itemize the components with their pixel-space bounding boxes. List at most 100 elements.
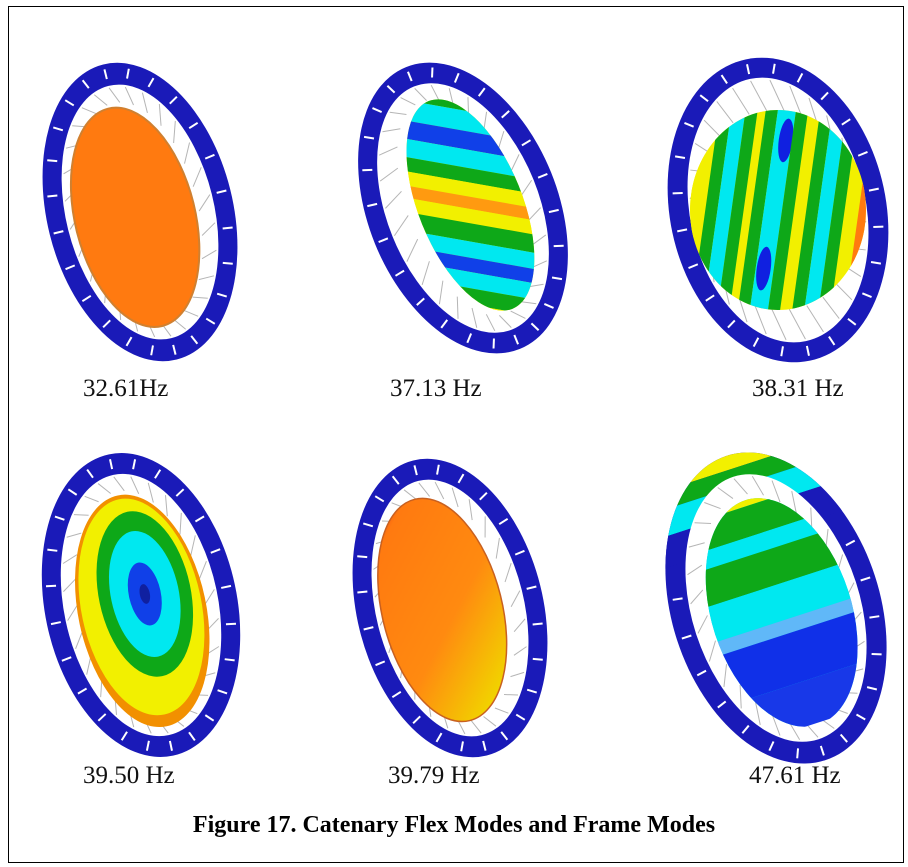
frame-tick: [77, 687, 88, 695]
mode-6-membrane-plot: [627, 423, 908, 793]
frame-tick: [67, 488, 78, 496]
catenary-line: [183, 309, 199, 317]
frame-tick: [50, 621, 61, 626]
frame-tick: [457, 473, 465, 484]
frame-tick: [532, 622, 543, 626]
catenary-line: [513, 646, 527, 656]
catenary-line: [378, 146, 398, 156]
catenary-line: [510, 590, 521, 608]
frame-tick: [498, 517, 509, 526]
frame-tick: [861, 292, 872, 298]
frame-tick: [435, 732, 443, 743]
frame-tick: [168, 740, 173, 751]
catenary-line: [66, 532, 82, 538]
frame-tick: [492, 338, 495, 349]
catenary-line: [179, 512, 182, 535]
frame-tick: [145, 740, 150, 751]
frame-tick: [362, 522, 374, 528]
catenary-line: [770, 307, 787, 341]
frame-tick: [204, 153, 215, 160]
catenary-line: [93, 94, 108, 106]
frame-tick: [61, 656, 72, 662]
frame-ticks: [672, 539, 882, 759]
frame-tick: [543, 302, 554, 309]
frame-tick: [855, 713, 866, 721]
catenary-line: [754, 701, 761, 725]
mode-panel-3: 38.31 Hz: [664, 48, 894, 402]
catenary-line: [451, 487, 459, 508]
catenary-line: [688, 542, 705, 548]
frame-tick: [828, 336, 836, 346]
frame-tick: [768, 741, 775, 752]
frame-tick: [672, 192, 683, 195]
frame-tick: [727, 319, 736, 329]
frame-tick: [53, 230, 64, 235]
frame-tick: [553, 244, 564, 248]
frame-tick: [839, 733, 848, 743]
mode-panel-2: 37.13 Hz: [350, 48, 580, 402]
frame-tick: [696, 669, 707, 677]
catenary-line: [694, 143, 709, 153]
catenary-line: [67, 603, 79, 621]
frame-tick: [482, 740, 487, 751]
frame-tick: [515, 713, 526, 721]
frame-tick: [688, 263, 699, 269]
frame-tick: [109, 459, 114, 470]
frame-tick: [132, 459, 137, 470]
mode-2-membrane-plot: [358, 62, 568, 354]
catenary-line: [438, 280, 444, 305]
frame-tick: [513, 334, 519, 345]
mode-5-frequency-label: 39.79 Hz: [388, 762, 480, 789]
frame-tick: [845, 539, 856, 547]
frame-ticks: [47, 68, 233, 356]
frame-tick: [357, 555, 368, 559]
frame-tick: [820, 91, 829, 101]
mode-panel-5: 39.79 Hz: [330, 448, 560, 789]
frame-tick: [367, 202, 378, 208]
catenary-line: [414, 88, 427, 101]
catenary-line: [494, 707, 509, 714]
frame-tick: [672, 597, 683, 601]
frame-tick: [172, 344, 177, 355]
frame-tick: [169, 95, 178, 105]
frame-tick: [372, 107, 383, 114]
catenary-line: [63, 578, 77, 592]
catenary-line: [791, 491, 798, 515]
catenary-line: [124, 86, 134, 106]
catenary-line: [382, 128, 401, 133]
frame-tick: [684, 122, 695, 128]
catenary-line: [190, 535, 196, 557]
catenary-line: [788, 308, 806, 340]
catenary-line: [704, 502, 721, 510]
frame-tick: [86, 468, 94, 479]
catenary-line: [752, 301, 767, 335]
frame-tick: [532, 657, 543, 661]
frame-tick: [453, 72, 460, 83]
catenary-line: [708, 640, 716, 662]
catenary-line: [504, 693, 518, 696]
catenary-line: [723, 664, 728, 688]
frame-tick: [819, 745, 825, 756]
catenary-line: [732, 87, 750, 115]
catenary-line: [484, 516, 486, 538]
frame-tick: [375, 660, 386, 667]
frame-tick: [460, 741, 464, 752]
frame-tick: [386, 84, 396, 94]
frame-tick: [394, 269, 405, 277]
frame-tick: [64, 99, 75, 107]
frame-tick: [796, 72, 804, 83]
frame-tick: [363, 135, 375, 140]
frame-tick: [466, 333, 473, 344]
catenary-line: [201, 222, 216, 236]
frame-tick: [126, 68, 130, 79]
mode-5-membrane-plot: [352, 458, 548, 758]
frame-tick: [217, 689, 228, 695]
frame-tick: [222, 261, 233, 265]
frame-tick: [47, 194, 58, 198]
frame-tick: [175, 488, 185, 497]
frame-tick: [362, 168, 373, 172]
mode-3-frequency-label: 38.31 Hz: [752, 375, 844, 402]
frame-tick: [841, 118, 851, 126]
catenary-line: [173, 120, 176, 144]
frame-tick: [870, 261, 882, 265]
